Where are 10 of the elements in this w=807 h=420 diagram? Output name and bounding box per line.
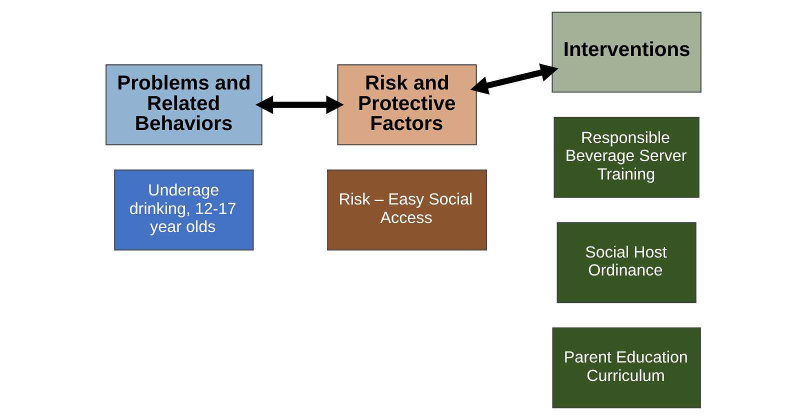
node-box: Underage drinking, 12-17 year olds	[114, 170, 254, 250]
node-box: Responsible Beverage Server Training	[554, 116, 700, 198]
node-box: Parent Education Curriculum	[552, 327, 701, 408]
node-box: Risk – Easy Social Access	[327, 170, 487, 250]
node-box: Risk and Protective Factors	[337, 64, 477, 146]
node-box: Social Host Ordinance	[556, 222, 696, 304]
node-box: Interventions	[552, 12, 702, 93]
node-box: Problems and Related Behaviors	[106, 64, 262, 146]
arrow	[255, 96, 344, 114]
arrow	[470, 64, 558, 95]
